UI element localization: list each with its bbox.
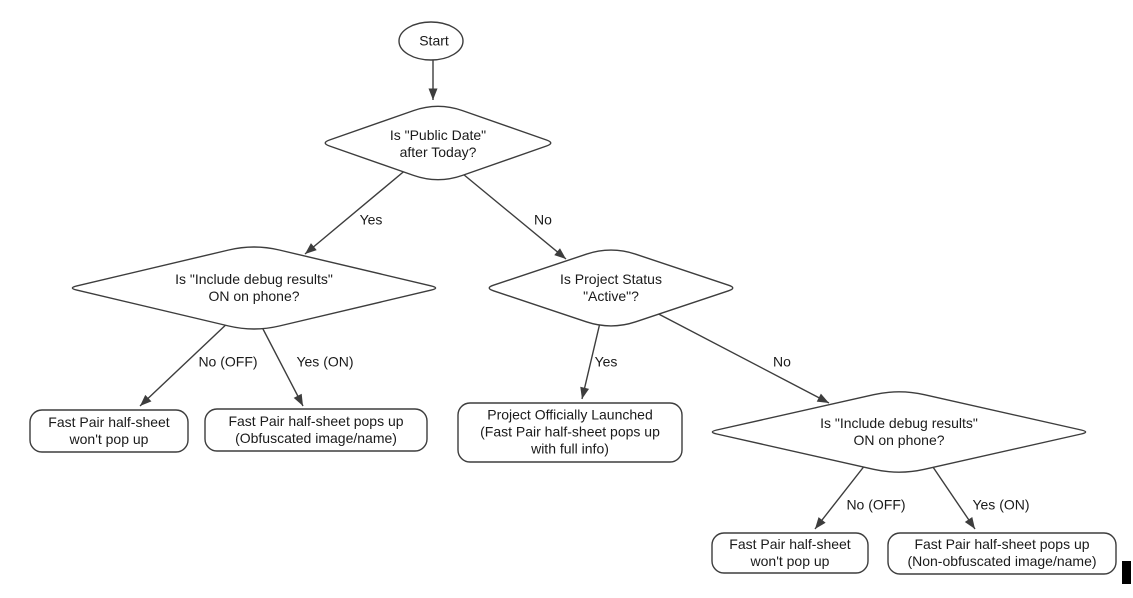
diamond-project-status xyxy=(488,249,734,327)
diamond-public-date xyxy=(324,105,552,181)
edge-yes-to-debug-left xyxy=(304,157,421,255)
box-non-obfuscated xyxy=(887,532,1117,575)
diamond-debug-left xyxy=(71,246,437,330)
edge-no-to-debug-right xyxy=(627,297,830,404)
box-wont-pop-left xyxy=(29,409,189,453)
box-obfuscated xyxy=(204,408,428,452)
edge-no-to-project-status xyxy=(445,159,567,260)
box-wont-pop-right xyxy=(711,532,869,574)
text-cursor xyxy=(1122,561,1131,584)
start-ellipse xyxy=(398,21,464,61)
diamond-debug-right xyxy=(711,391,1087,473)
box-launched xyxy=(457,402,683,463)
